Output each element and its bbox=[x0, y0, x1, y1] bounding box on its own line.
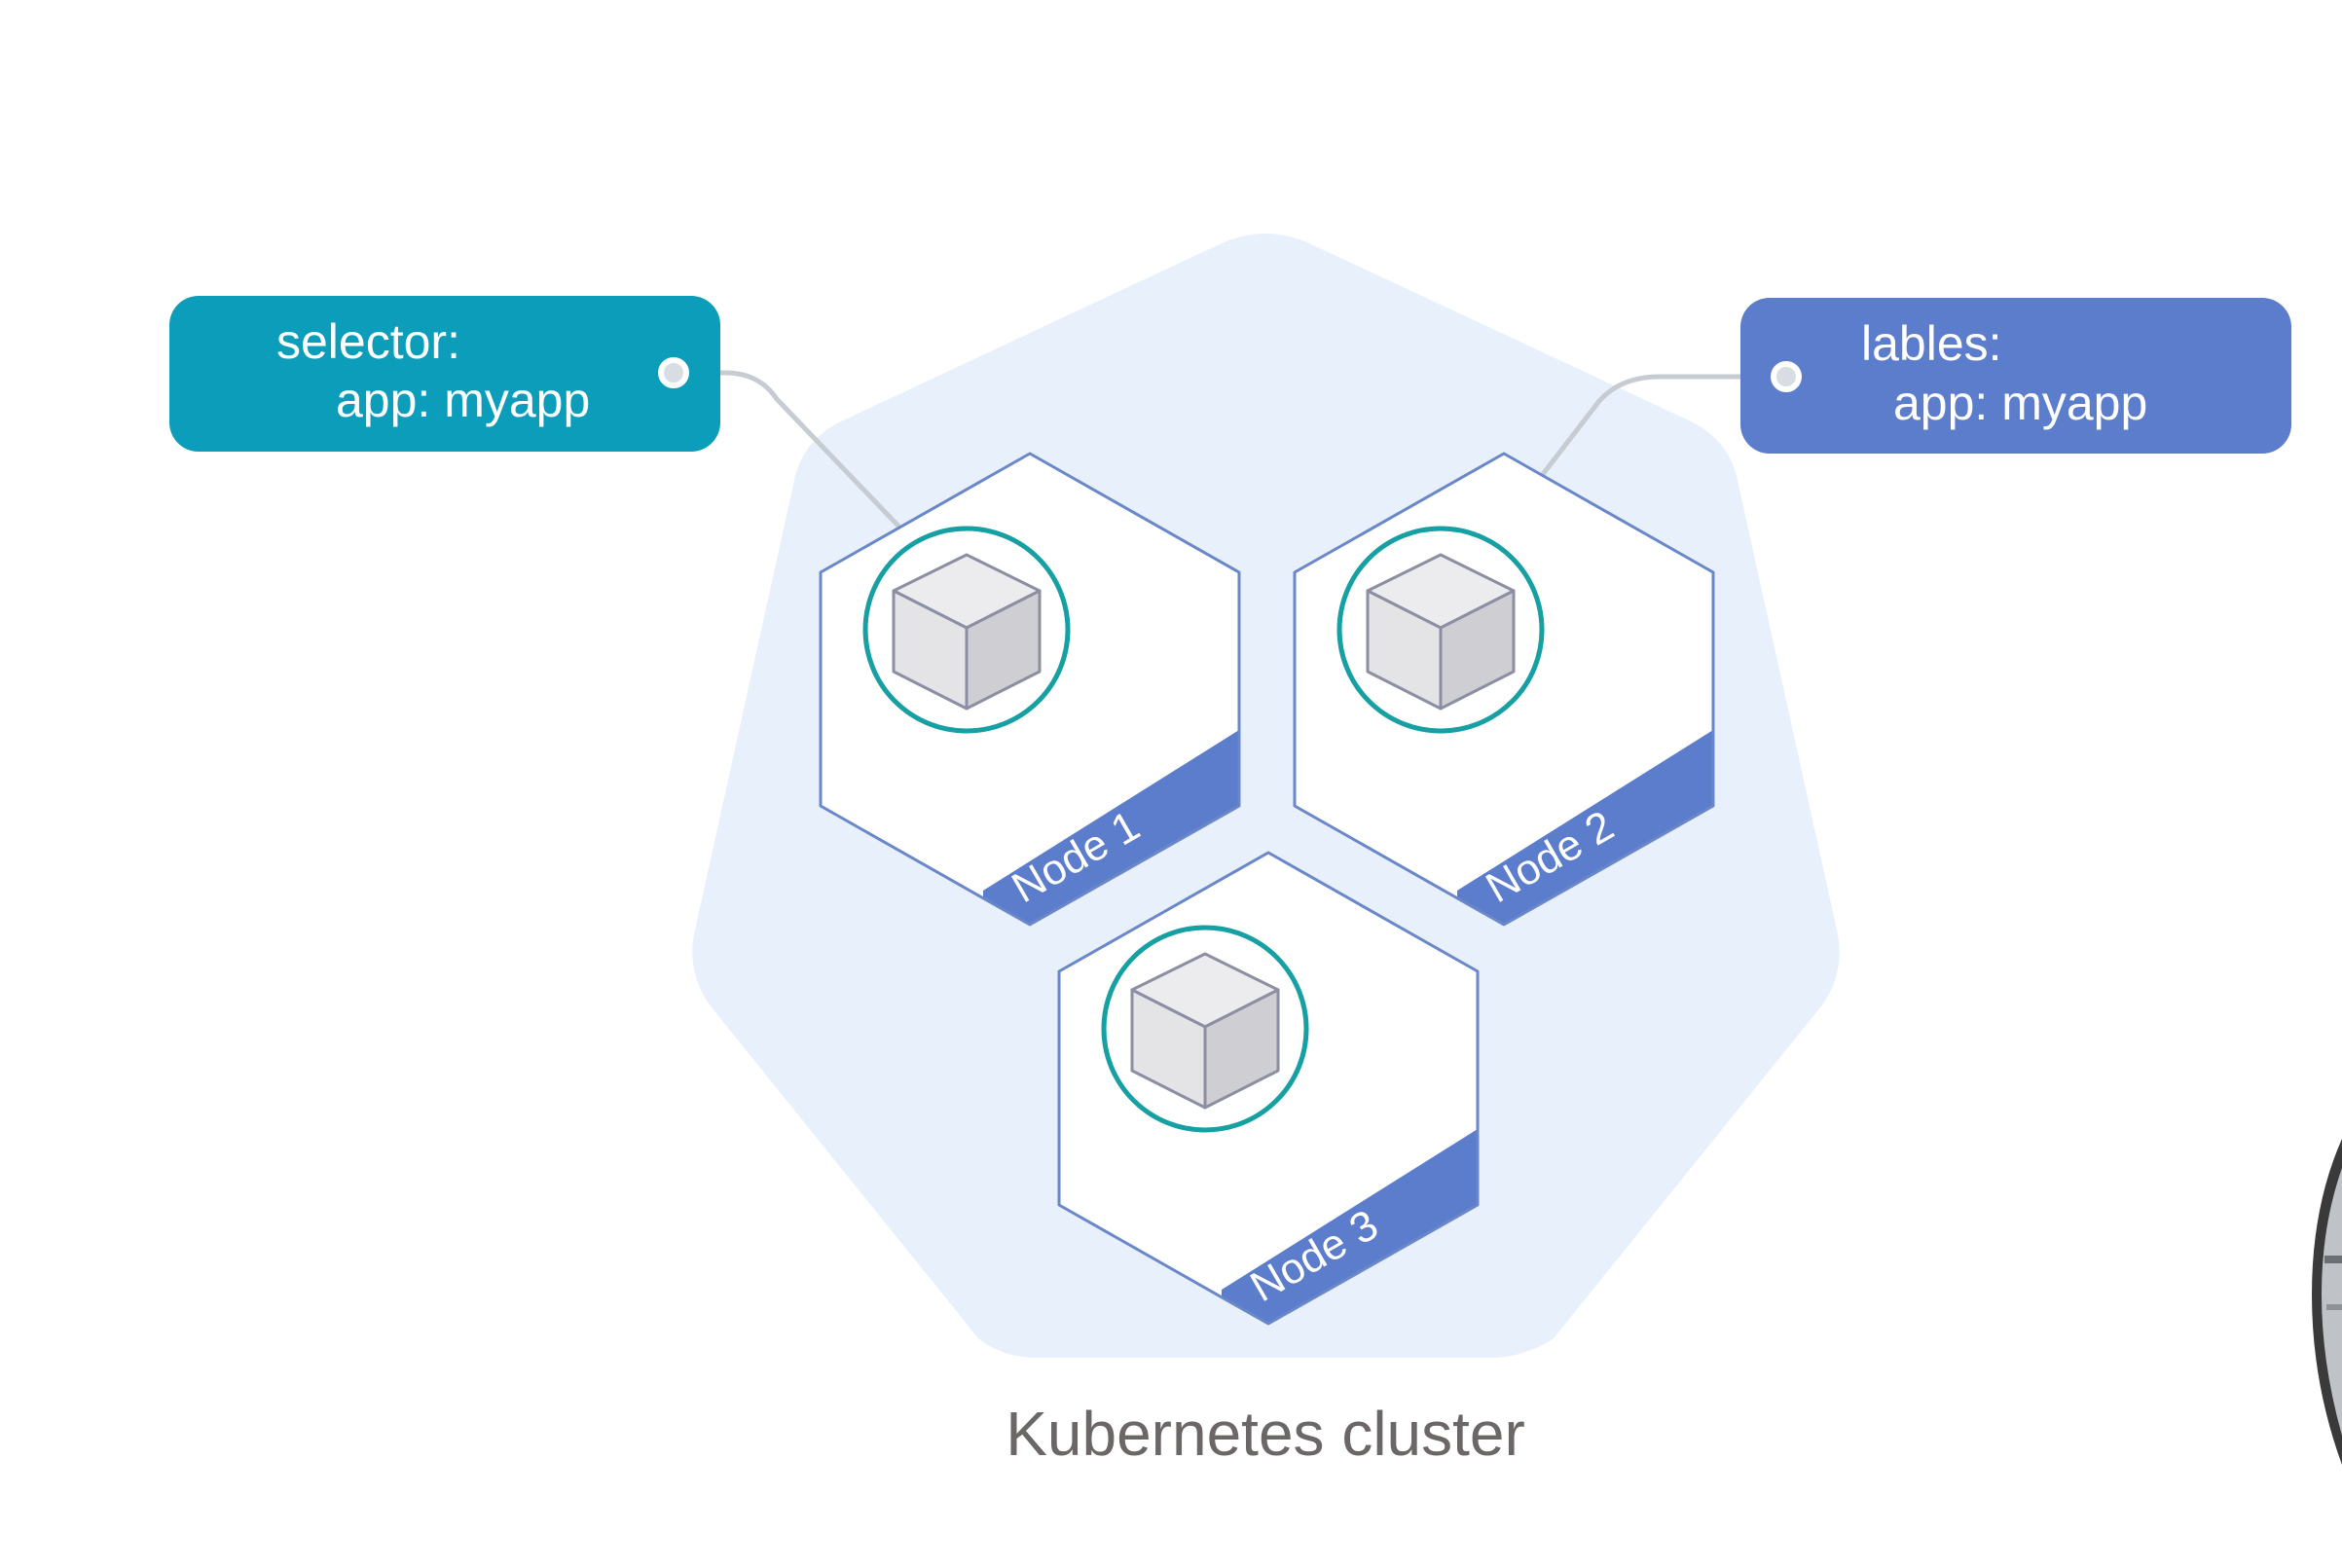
labels-tag-key: lables: bbox=[1861, 316, 2002, 371]
selector-tag-dot bbox=[658, 357, 689, 388]
labels-tag-value: app: myapp bbox=[1893, 376, 2147, 430]
labels-tag-dot bbox=[1771, 361, 1802, 392]
selector-tag: selector: app: myapp bbox=[169, 296, 720, 452]
selector-connector bbox=[674, 370, 914, 542]
node-1-pod-icon bbox=[892, 553, 1042, 711]
node-3-pod-icon bbox=[1130, 952, 1280, 1110]
node-2: Node 2 bbox=[1293, 452, 1715, 927]
selector-tag-value: app: myapp bbox=[336, 373, 590, 427]
selector-tag-key: selector: bbox=[276, 314, 460, 369]
node-1: Node 1 bbox=[819, 452, 1241, 927]
node-2-pod-ring bbox=[1336, 526, 1545, 734]
node-2-pod-icon bbox=[1366, 553, 1516, 711]
labels-connector bbox=[1492, 374, 1786, 539]
node-3-pod-ring bbox=[1101, 925, 1309, 1133]
cluster-caption: Kubernetes cluster bbox=[1006, 1399, 1525, 1469]
labels-tag: lables: app: myapp bbox=[1740, 298, 2291, 454]
node-1-pod-ring bbox=[862, 526, 1071, 734]
webcam-overlay bbox=[2312, 1139, 2342, 1465]
